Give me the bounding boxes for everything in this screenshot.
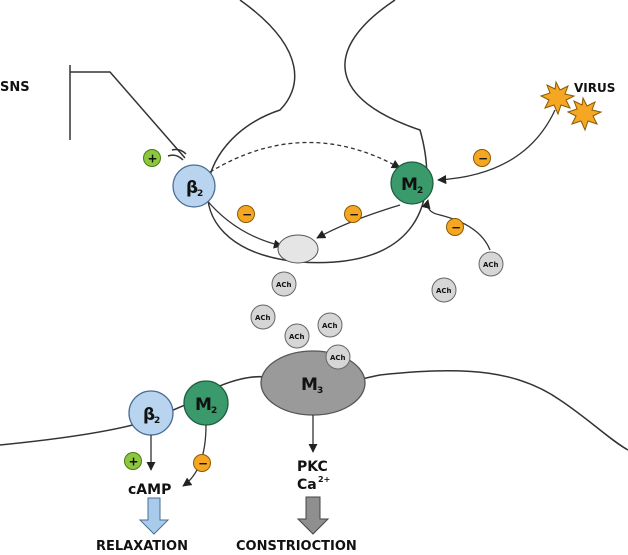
minus-sign-ach-autoreceptor: −	[446, 218, 464, 236]
ach-molecule-bound: ACh	[325, 344, 351, 370]
svg-text:ACh: ACh	[330, 354, 346, 362]
ach-molecule: ACh	[284, 323, 310, 349]
sns-synapse-mark-2	[167, 154, 184, 161]
svg-text:β: β	[186, 178, 198, 198]
ach-molecule: ACh	[250, 304, 276, 330]
m2-receptor-bottom: M 2	[183, 380, 229, 426]
ca-label: Ca	[297, 477, 317, 493]
relaxation-label: RELAXATION	[96, 539, 188, 554]
minus-sign-beta-vesicle: −	[237, 205, 255, 223]
minus-sign-camp: −	[193, 454, 211, 472]
svg-text:−: −	[451, 221, 461, 235]
svg-text:−: −	[242, 208, 252, 222]
svg-text:ACh: ACh	[255, 314, 271, 322]
sns-nerve-branch	[70, 71, 186, 159]
svg-text:−: −	[349, 208, 359, 222]
svg-text:M: M	[195, 395, 212, 415]
svg-text:β: β	[143, 405, 155, 425]
plus-sign-sns: +	[143, 149, 161, 167]
svg-text:−: −	[478, 152, 488, 166]
svg-text:ACh: ACh	[276, 281, 292, 289]
sns-synapse-mark-1	[171, 148, 187, 155]
svg-text:2: 2	[211, 406, 217, 416]
arrow-beta-vesicle	[204, 197, 283, 249]
relaxation-arrow	[138, 497, 170, 535]
svg-text:+: +	[148, 152, 158, 166]
minus-sign-virus: −	[473, 149, 491, 167]
ach-vesicle	[277, 234, 319, 264]
svg-text:ACh: ACh	[322, 322, 338, 330]
arrow-ach-m2	[421, 199, 491, 251]
ach-molecule: ACh	[478, 251, 504, 277]
ach-molecule: ACh	[317, 312, 343, 338]
camp-label: cAMP	[128, 482, 171, 498]
minus-sign-m2-vesicle: −	[344, 205, 362, 223]
svg-text:2: 2	[154, 416, 160, 426]
svg-text:+: +	[129, 455, 139, 469]
beta2-receptor-bottom: β 2	[128, 390, 174, 436]
svg-text:M: M	[401, 175, 418, 195]
feedback-arc	[200, 141, 401, 181]
svg-text:ACh: ACh	[436, 287, 452, 295]
svg-text:3: 3	[317, 386, 323, 396]
m2-receptor-top: M 2	[390, 161, 434, 205]
ach-molecule: ACh	[431, 277, 457, 303]
ach-molecule: ACh	[271, 271, 297, 297]
constriction-arrow	[296, 496, 330, 535]
nerve-terminal-outline	[206, 0, 428, 264]
ca-superscript: 2+	[318, 475, 330, 484]
svg-text:2: 2	[417, 186, 423, 196]
virus-icon	[539, 80, 603, 132]
svg-text:ACh: ACh	[289, 333, 305, 341]
svg-text:2: 2	[197, 189, 203, 199]
svg-text:M: M	[301, 375, 318, 395]
arrow-virus-m2	[437, 109, 556, 185]
svg-text:−: −	[198, 457, 208, 471]
pkc-label: PKC	[297, 459, 328, 475]
sns-label: SNS	[0, 80, 30, 95]
beta2-receptor-top: β 2	[172, 164, 216, 208]
svg-text:ACh: ACh	[483, 261, 499, 269]
constriction-label: CONSTRIOCTION	[236, 539, 357, 554]
plus-sign-camp: +	[124, 452, 142, 470]
virus-label: VIRUS	[574, 81, 615, 95]
